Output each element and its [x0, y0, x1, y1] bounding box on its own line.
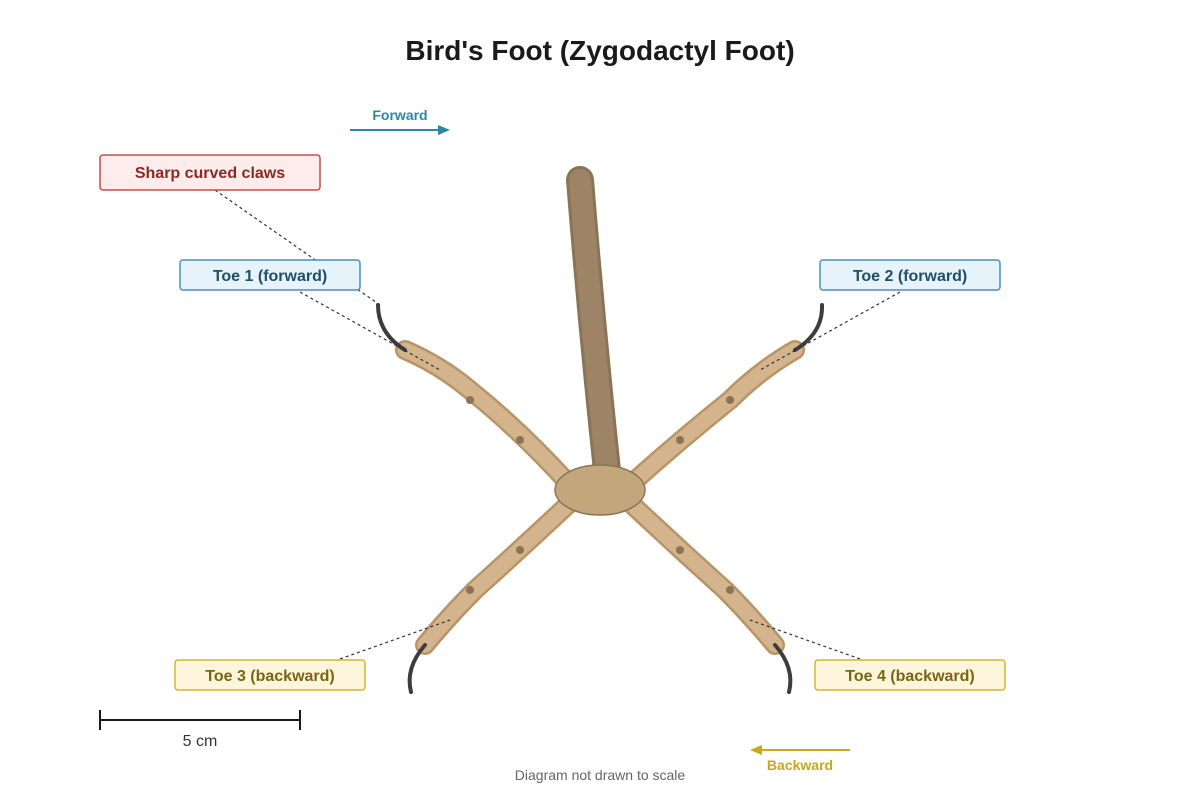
- toe-4-joint: [676, 546, 684, 554]
- toe-1-joint: [516, 436, 524, 444]
- toe-4-claw: [773, 643, 793, 694]
- toe-2-leader-line: [759, 291, 901, 371]
- footer-note: Diagram not drawn to scale: [515, 767, 686, 783]
- claws-callout-label: Sharp curved claws: [135, 165, 285, 182]
- claws-callout-box: [99, 154, 321, 191]
- forward-direction-indicator: Forward: [350, 107, 450, 135]
- toe-2-shape: [622, 342, 803, 493]
- toe-2: [620, 303, 825, 495]
- toe-4-shape: [617, 490, 783, 653]
- toe-2-callout-box: [819, 259, 1001, 291]
- toe-1-callout: Toe 1 (forward): [179, 259, 361, 291]
- scale-bar-label: 5 cm: [183, 733, 218, 750]
- toe-2-callout-label: Toe 2 (forward): [853, 268, 967, 285]
- leg: [569, 169, 619, 491]
- toe-3: [407, 488, 585, 694]
- toe-3-leader-line: [339, 619, 451, 660]
- backward-direction-indicator: Backward: [750, 745, 850, 773]
- toe-1-claw: [376, 303, 407, 352]
- toe-2-claw: [793, 303, 825, 352]
- toe-3-joint: [466, 586, 474, 594]
- toe-3-callout-box: [174, 659, 366, 691]
- toe-1-callout-label: Toe 1 (forward): [213, 268, 327, 285]
- toe-4-callout: Toe 4 (backward): [814, 659, 1006, 691]
- backward-label: Backward: [767, 757, 833, 773]
- claws-callout: Sharp curved claws: [99, 154, 321, 191]
- scale-bar: 5 cm: [99, 710, 301, 750]
- toe-1: [376, 303, 580, 495]
- toe-1-callout-box: [179, 259, 361, 291]
- foot-pad: [554, 464, 646, 516]
- toe-4-joint: [726, 586, 734, 594]
- toe-3-callout: Toe 3 (backward): [174, 659, 366, 691]
- toe-4-leader-line: [749, 619, 861, 660]
- toe-3-joint: [516, 546, 524, 554]
- toe-1-joint: [466, 396, 474, 404]
- toe-3-shape: [417, 490, 583, 653]
- toe-2-joint: [726, 396, 734, 404]
- forward-label: Forward: [372, 107, 427, 123]
- toe-1-leader-line: [299, 291, 441, 371]
- toe-2-callout: Toe 2 (forward): [819, 259, 1001, 291]
- toe-3-callout-label: Toe 3 (backward): [205, 668, 335, 685]
- toe-4-callout-box: [814, 659, 1006, 691]
- toe-1-shape: [397, 342, 578, 493]
- toe-4-callout-label: Toe 4 (backward): [845, 668, 975, 685]
- toe-4: [615, 488, 793, 694]
- toe-2-joint: [676, 436, 684, 444]
- diagram-title: Bird's Foot (Zygodactyl Foot): [405, 35, 794, 66]
- toe-3-claw: [407, 643, 427, 694]
